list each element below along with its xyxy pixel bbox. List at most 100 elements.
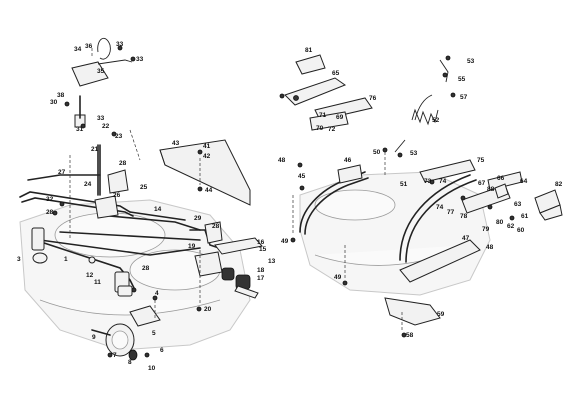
callout-18: 18 bbox=[257, 267, 265, 274]
callout-33b: 33 bbox=[136, 56, 144, 63]
callout-45: 45 bbox=[298, 173, 306, 180]
callout-25: 25 bbox=[140, 184, 148, 191]
callout-26: 26 bbox=[113, 192, 121, 199]
spring-cable bbox=[394, 55, 456, 153]
callout-35: 35 bbox=[97, 68, 105, 75]
hub-caps bbox=[32, 252, 96, 264]
callout-60: 60 bbox=[517, 227, 525, 234]
callout-24: 24 bbox=[84, 181, 92, 188]
callout-17: 17 bbox=[257, 275, 265, 282]
cable-assembly bbox=[71, 37, 133, 128]
callout-53b: 53 bbox=[410, 150, 418, 157]
upper-lever-65 bbox=[284, 77, 347, 106]
callout-49a: 49 bbox=[281, 238, 289, 245]
cross-shaft bbox=[31, 227, 136, 297]
chute-47 bbox=[399, 239, 481, 283]
callout-30: 30 bbox=[50, 99, 58, 106]
callout-41: 41 bbox=[203, 143, 211, 150]
callout-10: 10 bbox=[148, 365, 156, 372]
callout-57: 57 bbox=[460, 94, 468, 101]
front-lever-75 bbox=[419, 159, 476, 183]
callout-31: 31 bbox=[76, 126, 84, 133]
callout-53a: 53 bbox=[467, 58, 475, 65]
callout-27: 27 bbox=[58, 169, 66, 176]
callout-73: 73 bbox=[424, 178, 432, 185]
left-deck-housing bbox=[19, 199, 251, 351]
callout-79: 79 bbox=[482, 226, 490, 233]
grip-82 bbox=[534, 189, 563, 221]
callout-66: 66 bbox=[497, 175, 505, 182]
right-deck-housing bbox=[299, 171, 491, 296]
callout-32: 32 bbox=[46, 196, 54, 203]
callout-labels: 1 3 4 5 6 7 8 9 10 11 12 13 14 15 16 17 … bbox=[17, 41, 563, 372]
callout-20: 20 bbox=[204, 306, 212, 313]
callout-70: 70 bbox=[316, 125, 324, 132]
callout-8: 8 bbox=[128, 359, 132, 366]
callout-76: 76 bbox=[369, 95, 377, 102]
knob-81 bbox=[295, 54, 326, 75]
callout-21: 21 bbox=[91, 146, 99, 153]
callout-47: 47 bbox=[462, 235, 470, 242]
callout-28d: 28 bbox=[142, 265, 150, 272]
callout-74b: 74 bbox=[436, 204, 444, 211]
front-lever-64 bbox=[487, 171, 523, 191]
callout-9: 9 bbox=[92, 334, 96, 341]
callout-43: 43 bbox=[172, 140, 180, 147]
callout-59: 59 bbox=[437, 311, 445, 318]
handle-bar-right bbox=[399, 174, 477, 263]
callout-28a: 28 bbox=[119, 160, 127, 167]
callout-55: 55 bbox=[458, 76, 466, 83]
callout-1: 1 bbox=[64, 256, 68, 263]
callout-62: 62 bbox=[507, 223, 515, 230]
callout-48b: 48 bbox=[486, 244, 494, 251]
callout-74a: 74 bbox=[439, 178, 447, 185]
callout-33a: 33 bbox=[116, 41, 124, 48]
callout-81: 81 bbox=[305, 47, 313, 54]
callout-12: 12 bbox=[86, 272, 94, 279]
arm-69 bbox=[309, 111, 349, 131]
callout-23: 23 bbox=[115, 133, 123, 140]
callout-58: 58 bbox=[406, 332, 414, 339]
callout-78: 78 bbox=[460, 213, 468, 220]
callout-19: 19 bbox=[188, 243, 196, 250]
callout-34: 34 bbox=[74, 46, 82, 53]
callout-51: 51 bbox=[400, 181, 408, 188]
callout-80: 80 bbox=[496, 219, 504, 226]
callout-33c: 33 bbox=[97, 115, 105, 122]
callout-13: 13 bbox=[268, 258, 276, 265]
front-axle-rod bbox=[19, 191, 134, 217]
callout-69: 69 bbox=[336, 114, 344, 121]
callout-52: 52 bbox=[432, 117, 440, 124]
handle-bar-left bbox=[299, 164, 369, 235]
callout-28b: 28 bbox=[46, 209, 54, 216]
callout-77: 77 bbox=[447, 209, 455, 216]
link-rods bbox=[27, 144, 101, 196]
callout-75: 75 bbox=[477, 157, 485, 164]
callout-61: 61 bbox=[521, 213, 529, 220]
callout-22: 22 bbox=[102, 123, 110, 130]
callout-71: 71 bbox=[319, 112, 327, 119]
adjust-handle bbox=[214, 237, 263, 299]
height-adjust-plate bbox=[159, 139, 251, 206]
callout-50: 50 bbox=[373, 149, 381, 156]
callout-82: 82 bbox=[555, 181, 563, 188]
bracket-66 bbox=[494, 183, 509, 199]
support-bracket bbox=[129, 305, 161, 327]
callout-5: 5 bbox=[152, 330, 156, 337]
callout-6: 6 bbox=[160, 347, 164, 354]
callout-11: 11 bbox=[94, 279, 101, 286]
callout-7: 7 bbox=[113, 352, 117, 359]
callout-3: 3 bbox=[17, 256, 21, 263]
callout-65: 65 bbox=[332, 70, 340, 77]
callout-49b: 49 bbox=[334, 274, 342, 281]
front-roller bbox=[91, 323, 138, 361]
callout-88: 88 bbox=[487, 186, 495, 193]
skid-59 bbox=[384, 297, 441, 326]
callout-28c: 28 bbox=[212, 223, 220, 230]
pivot-brackets bbox=[94, 169, 129, 219]
callout-16: 16 bbox=[257, 239, 265, 246]
callout-4: 4 bbox=[155, 290, 159, 297]
callout-67: 67 bbox=[478, 180, 486, 187]
callout-42: 42 bbox=[203, 153, 211, 160]
